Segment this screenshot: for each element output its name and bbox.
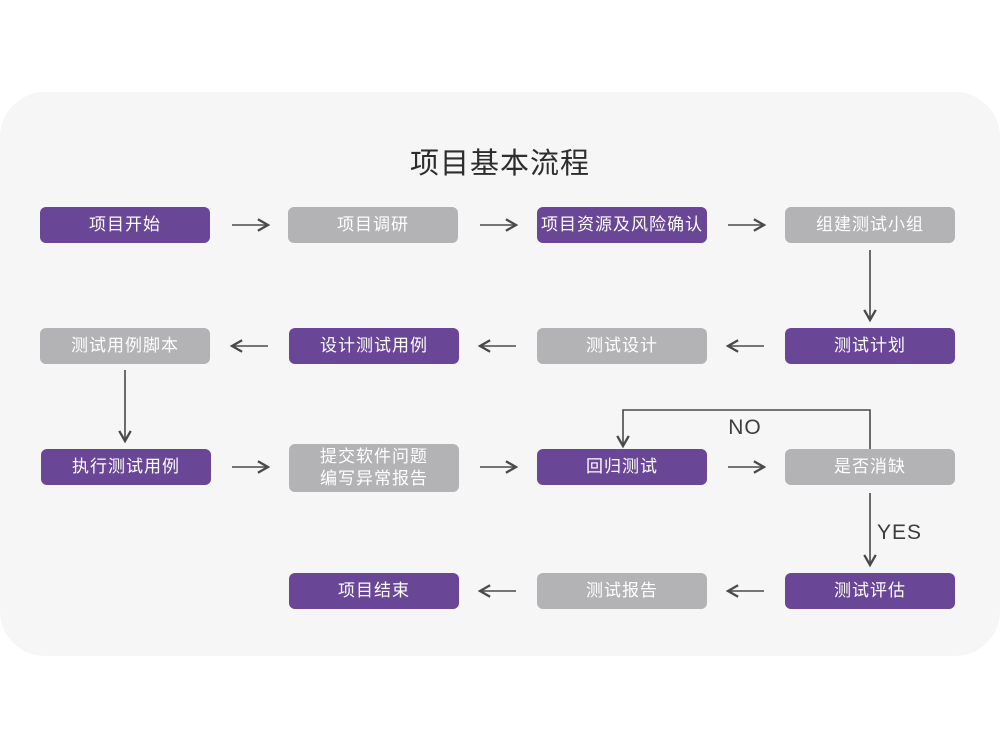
- flow-node-test-case-script: 测试用例脚本: [40, 328, 210, 364]
- flow-node-test-design: 测试设计: [537, 328, 707, 364]
- edge-label-no: NO: [728, 416, 762, 439]
- flow-node-test-evaluation: 测试评估: [785, 573, 955, 609]
- flow-node-resources-risk-confirm: 项目资源及风险确认: [537, 207, 707, 243]
- flow-node-project-start: 项目开始: [40, 207, 210, 243]
- flow-node-regression-test: 回归测试: [537, 449, 707, 485]
- flow-node-submit-issues-report: 提交软件问题 编写异常报告: [289, 444, 459, 492]
- flow-node-design-test-cases: 设计测试用例: [289, 328, 459, 364]
- page-title: 项目基本流程: [409, 148, 590, 180]
- flow-node-project-end: 项目结束: [289, 573, 459, 609]
- flowchart-card: [0, 92, 1000, 656]
- flow-node-defect-cleared: 是否消缺: [785, 449, 955, 485]
- flow-node-form-test-team: 组建测试小组: [785, 207, 955, 243]
- edge-label-yes: YES: [877, 521, 923, 544]
- flow-node-test-report: 测试报告: [537, 573, 707, 609]
- flow-node-project-research: 项目调研: [288, 207, 458, 243]
- flow-node-test-plan: 测试计划: [785, 328, 955, 364]
- flow-node-execute-test-cases: 执行测试用例: [41, 449, 211, 485]
